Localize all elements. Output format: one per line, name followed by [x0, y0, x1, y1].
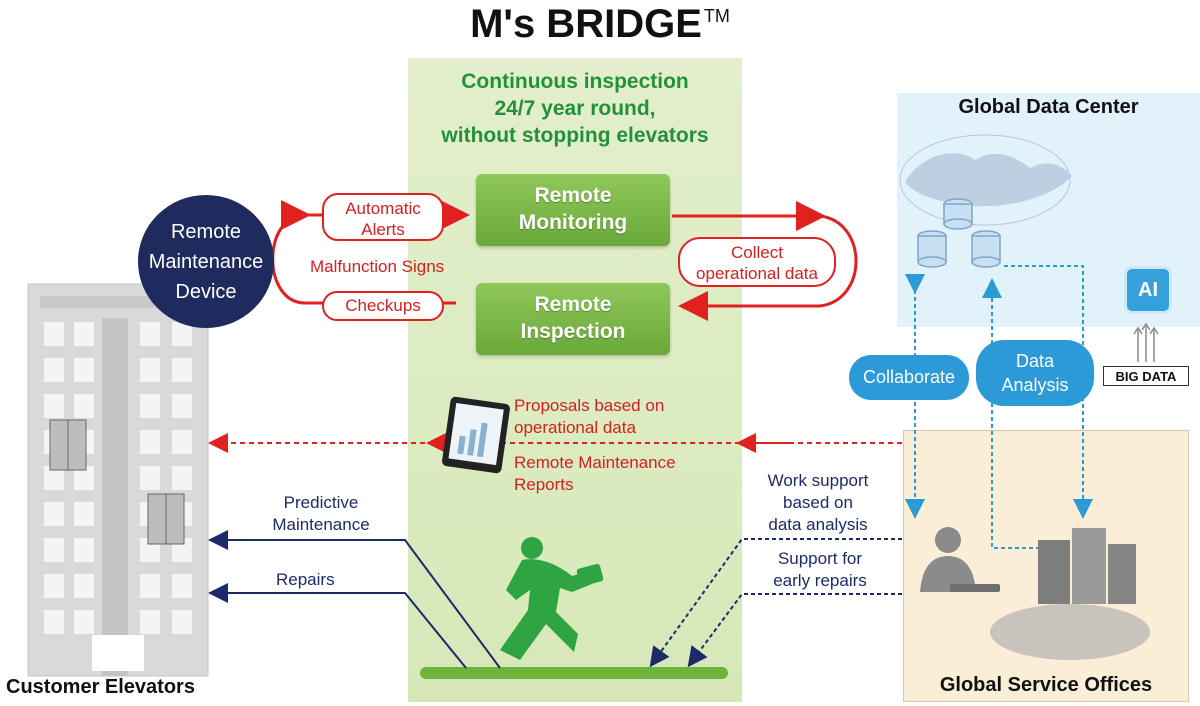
building-window: [74, 466, 94, 490]
big-data-label: BIG DATA: [1103, 366, 1189, 386]
tablet-icon: [442, 396, 510, 474]
building-window: [74, 538, 94, 562]
building-window: [172, 358, 192, 382]
building-window: [44, 574, 64, 598]
work-support-arrow: [649, 538, 902, 668]
upload-arrows-icon: [1133, 322, 1159, 362]
ground-bar: [420, 667, 728, 679]
repairs-arrow: [208, 583, 467, 669]
building-window: [44, 538, 64, 562]
building-window: [44, 502, 64, 526]
running-technician-icon: [500, 537, 604, 660]
building-window: [172, 610, 192, 634]
collect-loop-arrow: [678, 214, 858, 321]
building-entrance: [92, 635, 144, 671]
customer-elevators-title: Customer Elevators: [6, 676, 195, 698]
checkups-label: Checkups: [322, 291, 444, 321]
building-window: [140, 466, 160, 490]
building-window: [172, 394, 192, 418]
center-panel: [408, 58, 742, 702]
database-icon: [917, 198, 1001, 268]
server-rack-icon: [1038, 528, 1136, 604]
building-window: [74, 394, 94, 418]
building-window: [140, 430, 160, 454]
building-window: [172, 574, 192, 598]
early-repairs-arrow: [687, 593, 902, 668]
trademark: TM: [703, 6, 730, 26]
building-window: [172, 322, 192, 346]
globe-icon: [899, 134, 1072, 226]
operator-icon: [920, 527, 1000, 592]
building-window: [140, 322, 160, 346]
building-window: [74, 574, 94, 598]
ai-icon: AI: [1124, 266, 1172, 314]
analysis-arrow-down: [1004, 265, 1093, 519]
building-window: [74, 610, 94, 634]
building-window: [172, 430, 192, 454]
predictive-arrow: [208, 530, 501, 669]
building-window: [172, 466, 192, 490]
building-window: [140, 610, 160, 634]
collaborate-label: Collaborate: [849, 355, 969, 400]
building-window: [74, 358, 94, 382]
analysis-arrow-up: [982, 278, 1040, 549]
building-window: [44, 610, 64, 634]
data-center-title: Global Data Center: [958, 96, 1139, 118]
building-window: [140, 358, 160, 382]
building-window: [140, 394, 160, 418]
building-window: [140, 574, 160, 598]
building-window: [74, 322, 94, 346]
malfunction-signs-label: Malfunction Signs: [310, 257, 445, 276]
building-window: [74, 502, 94, 526]
building-window: [44, 394, 64, 418]
service-offices-title: Global Service Offices: [939, 674, 1153, 696]
building-window: [44, 322, 64, 346]
repairs-label: Repairs: [276, 570, 335, 589]
service-globe-icon: [990, 604, 1150, 660]
building-window: [44, 358, 64, 382]
building-window: [44, 466, 64, 490]
